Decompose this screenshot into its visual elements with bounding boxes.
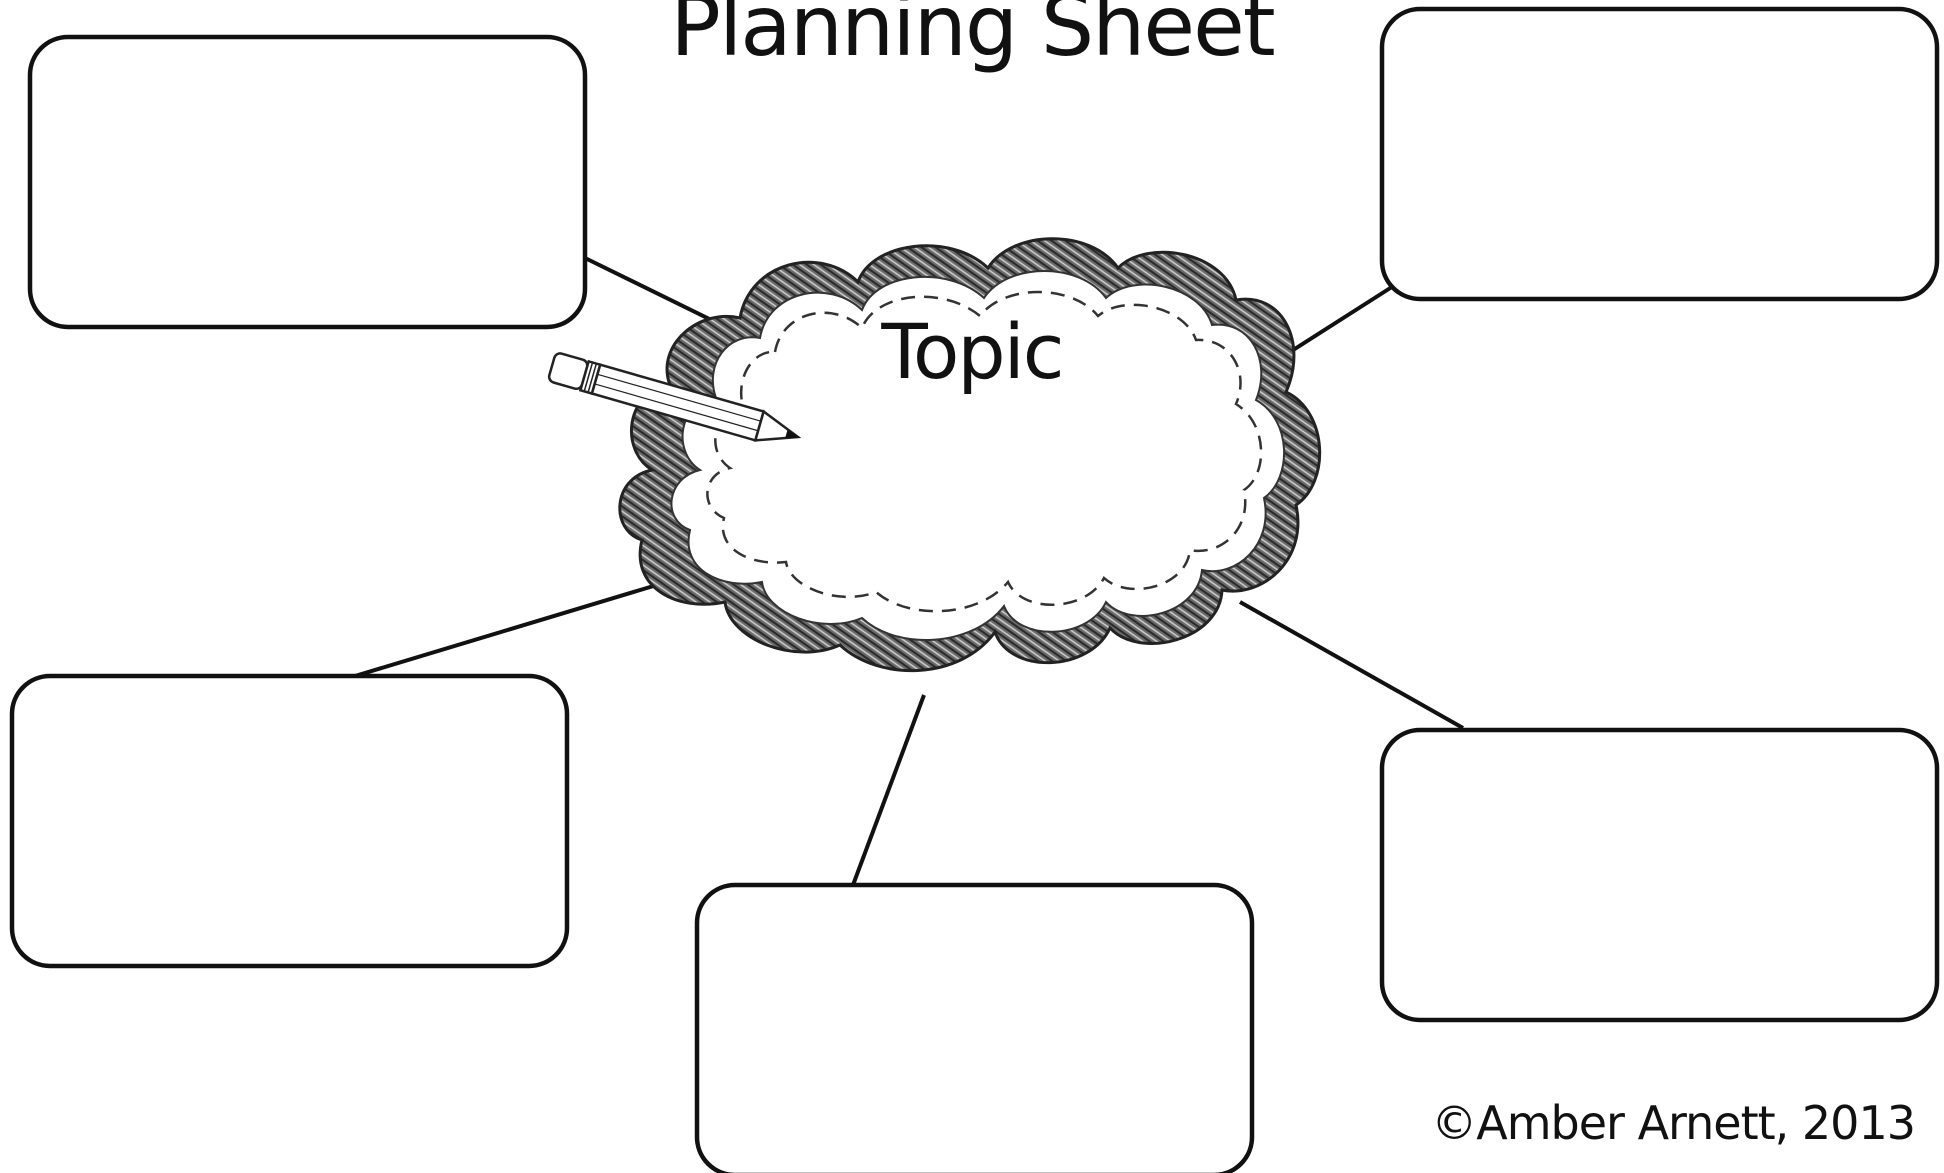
topic-label: Topic — [880, 307, 1062, 396]
idea-boxes — [9, 6, 1940, 1173]
idea-box-bottom-center[interactable] — [694, 882, 1255, 1173]
idea-box-top-left[interactable] — [27, 34, 588, 330]
topic-cloud: Topic — [618, 237, 1322, 673]
idea-box-bottom-right[interactable] — [1379, 727, 1940, 1023]
copyright-note: ©Amber Arnett, 2013 — [1431, 1096, 1915, 1150]
pencil-icon — [547, 352, 802, 442]
idea-box-top-right[interactable] — [1379, 6, 1940, 302]
connector-bottom-left — [354, 576, 681, 678]
cloud-stitch — [706, 290, 1263, 613]
connector-bottom-right — [1239, 600, 1464, 730]
idea-box-bottom-left[interactable] — [9, 673, 570, 969]
page-title: Planning Sheet — [670, 0, 1273, 75]
connector-bottom-center — [851, 694, 926, 886]
cloud-body — [670, 270, 1285, 641]
